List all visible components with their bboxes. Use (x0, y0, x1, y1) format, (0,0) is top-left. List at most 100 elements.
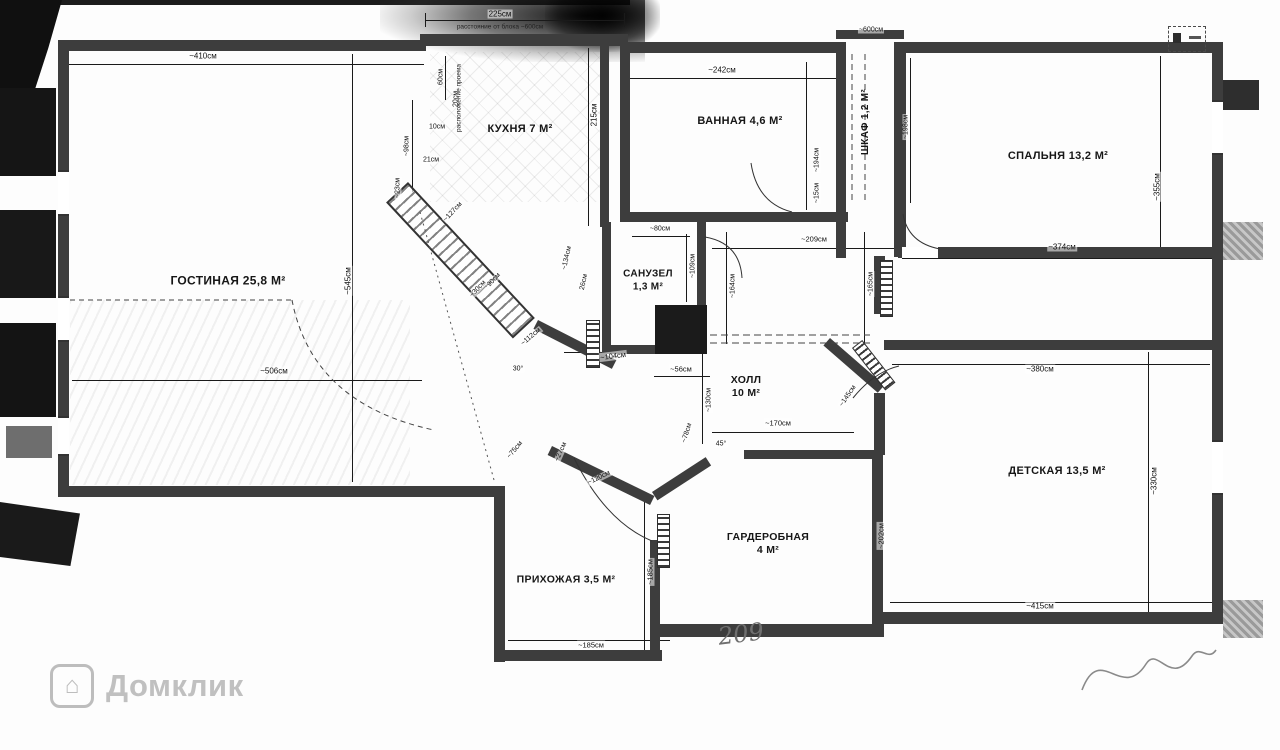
dimension-label: ~170см (764, 418, 792, 428)
dimension-label: ~209см (800, 234, 828, 244)
wall-right-exterior (1212, 42, 1223, 624)
scan-block-left-5 (0, 502, 80, 566)
dim-line (910, 58, 911, 203)
dimension-label: ~506см (259, 366, 289, 376)
wall (894, 205, 906, 257)
dimension-label: ~194см (813, 146, 821, 174)
dimension-label: ~185см (577, 640, 605, 650)
room-label-sanuzel: САНУЗЕЛ 1,3 М² (623, 268, 673, 293)
wall-top-closet (836, 30, 904, 39)
door-arc-childroom (852, 365, 900, 399)
dim-line (702, 352, 703, 444)
dim-line (806, 62, 807, 210)
dimension-label: ~109см (689, 252, 697, 280)
wall (836, 210, 846, 258)
dim-line (654, 376, 710, 377)
dim-line (1160, 56, 1161, 248)
room-label-kuhnya: КУХНЯ 7 М² (487, 123, 553, 136)
dimension-label: ~165см (867, 270, 875, 298)
handwritten-note: 209 (716, 617, 766, 651)
dim-line (588, 48, 589, 226)
door-arc-bedroom (902, 213, 941, 250)
wall-bath-right (836, 42, 846, 217)
wall-bottom-entry (494, 650, 662, 661)
wall-closet-right (894, 42, 906, 210)
dimension-label: 225см (487, 9, 513, 19)
dim-tick (624, 13, 625, 27)
room-label-prihozhaya: ПРИХОЖАЯ 3,5 М² (516, 573, 616, 586)
window-left-3 (58, 416, 69, 456)
wall-wc-right (697, 222, 706, 352)
room-label-holl: ХОЛЛ 10 М² (730, 373, 762, 399)
door-gap-bedroom (902, 247, 938, 258)
door-leaf (586, 320, 600, 368)
wall-bottom-childroom (876, 612, 1223, 624)
kitchen-floor-hatch (430, 52, 602, 202)
dimension-label: ~80см (648, 225, 672, 233)
dimension-label: ~380см (1025, 364, 1055, 374)
room-label-garderobnaya: ГАРДЕРОБНАЯ 4 М² (726, 530, 810, 556)
wall-top-bath (622, 42, 840, 53)
window-right-1 (1212, 100, 1223, 155)
dimension-label: ~600см (857, 26, 885, 34)
room-label-gostinaya: ГОСТИНАЯ 25,8 М² (170, 273, 286, 288)
wall-kitchen-right (600, 42, 609, 227)
wall-left-exterior (58, 40, 69, 496)
dimension-label: ~185см (645, 558, 655, 586)
dim-line (644, 492, 645, 650)
dimension-label: 45° (714, 440, 728, 448)
dim-tick (425, 13, 426, 27)
wall-top-living (58, 40, 426, 51)
dim-line (686, 234, 687, 302)
dim-line (712, 432, 854, 433)
dim-line (632, 236, 690, 237)
wall-hall-right-b (874, 393, 885, 455)
dimension-label: ~56см (669, 364, 693, 374)
corner-stamp (1168, 26, 1206, 52)
wall-bedroom-bottom (898, 247, 1220, 258)
wall-hall-right-a (874, 256, 885, 314)
dimension-label: ~415см (1025, 601, 1055, 611)
pilaster-right-1 (1223, 80, 1259, 110)
dim-line (68, 64, 424, 65)
dimension-label: ~545см (343, 266, 353, 296)
wall-bath-bottom (620, 212, 848, 222)
stamp-mark (1189, 36, 1201, 39)
watermark: ⌂ Домклик (50, 664, 244, 708)
dim-line (726, 232, 727, 344)
wall-childroom-top (884, 340, 1216, 350)
dimension-label: ~355см (1152, 172, 1162, 202)
window-right-2 (1212, 440, 1223, 495)
dimension-label: 21см (421, 156, 441, 164)
dim-line (630, 78, 836, 79)
stamp-mark (1173, 33, 1181, 43)
scan-block-left-3 (0, 323, 56, 417)
note-label: расстояние от блока ~600см (456, 23, 544, 31)
dim-line (445, 56, 446, 100)
dimension-label: 215см (589, 102, 599, 128)
window-left-2 (58, 296, 69, 342)
dimension-label: ~198см (902, 113, 910, 141)
dashed-arc (291, 299, 435, 431)
dim-line (425, 20, 625, 21)
door-arc-wc (704, 236, 743, 279)
scan-edge-top (50, 0, 630, 5)
door-arc-entry (573, 457, 653, 542)
door-arc-bath (750, 162, 793, 213)
dotted-guide (419, 211, 495, 481)
dimension-label: ~242см (707, 65, 737, 75)
dimension-label: ~202см (876, 522, 886, 550)
dimension-label: ~374см (1047, 242, 1077, 252)
dim-line (1148, 352, 1149, 612)
dimension-label: ~23см (394, 176, 402, 200)
pilaster-right-3 (1223, 600, 1263, 638)
dimension-label: 60см (437, 67, 445, 87)
pilaster-right-2 (1223, 222, 1263, 260)
wall-wardrobe-bottom (652, 624, 884, 637)
dim-line (902, 258, 1214, 259)
vent-shaft (655, 305, 707, 354)
house-icon: ⌂ (50, 664, 94, 708)
dim-line (864, 232, 865, 344)
